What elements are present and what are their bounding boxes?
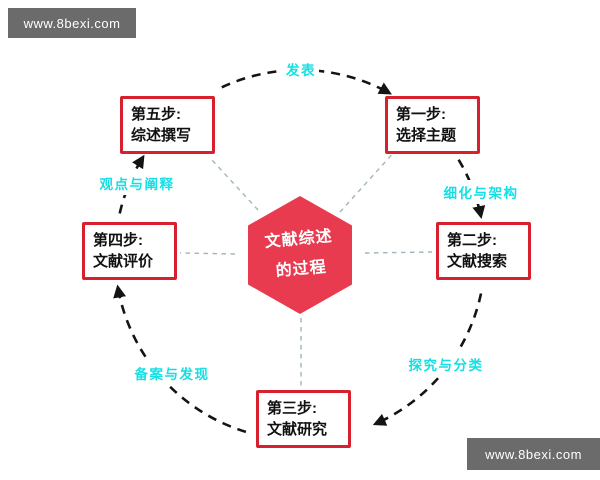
arc-to-step-5 xyxy=(118,154,145,214)
spoke-to-step-1 xyxy=(339,149,397,213)
transition-label-explore-classify: 探究与分类 xyxy=(405,352,487,376)
step-5-subtitle: 综述撰写 xyxy=(131,127,192,145)
step-4-subtitle: 文献评价 xyxy=(93,253,154,271)
watermark-top-left: www.8bexi.com xyxy=(8,8,136,38)
watermark-bottom-right: www.8bexi.com xyxy=(467,438,600,470)
step-box-3: 第三步: 文献研究 xyxy=(256,390,351,448)
transition-label-view-interpret: 观点与阐释 xyxy=(96,171,178,195)
step-4-title: 第四步: xyxy=(93,231,143,249)
step-3-title: 第三步: xyxy=(267,399,317,417)
step-box-1: 第一步: 选择主题 xyxy=(385,96,480,154)
step-box-5: 第五步: 综述撰写 xyxy=(120,96,215,154)
transition-label-publish: 发表 xyxy=(283,57,319,81)
transition-label-record-discover: 备案与发现 xyxy=(131,361,213,385)
spoke-to-step-2 xyxy=(364,251,433,254)
transition-label-refine-structure: 细化与架构 xyxy=(440,180,522,204)
step-1-title: 第一步: xyxy=(396,105,446,123)
center-title: 文献综述 的过程 xyxy=(263,222,336,288)
arc-to-step-4 xyxy=(113,284,247,434)
center-title-line2: 的过程 xyxy=(275,258,328,281)
step-3-subtitle: 文献研究 xyxy=(267,421,328,439)
step-5-title: 第五步: xyxy=(131,105,181,123)
step-box-2: 第二步: 文献搜索 xyxy=(436,222,531,280)
step-1-subtitle: 选择主题 xyxy=(396,127,457,145)
spoke-to-step-5 xyxy=(211,159,259,211)
arc-to-step-2 xyxy=(457,159,486,220)
step-2-title: 第二步: xyxy=(447,231,497,249)
spoke-to-step-4 xyxy=(179,252,236,255)
step-box-4: 第四步: 文献评价 xyxy=(82,222,177,280)
step-2-subtitle: 文献搜索 xyxy=(447,253,508,271)
